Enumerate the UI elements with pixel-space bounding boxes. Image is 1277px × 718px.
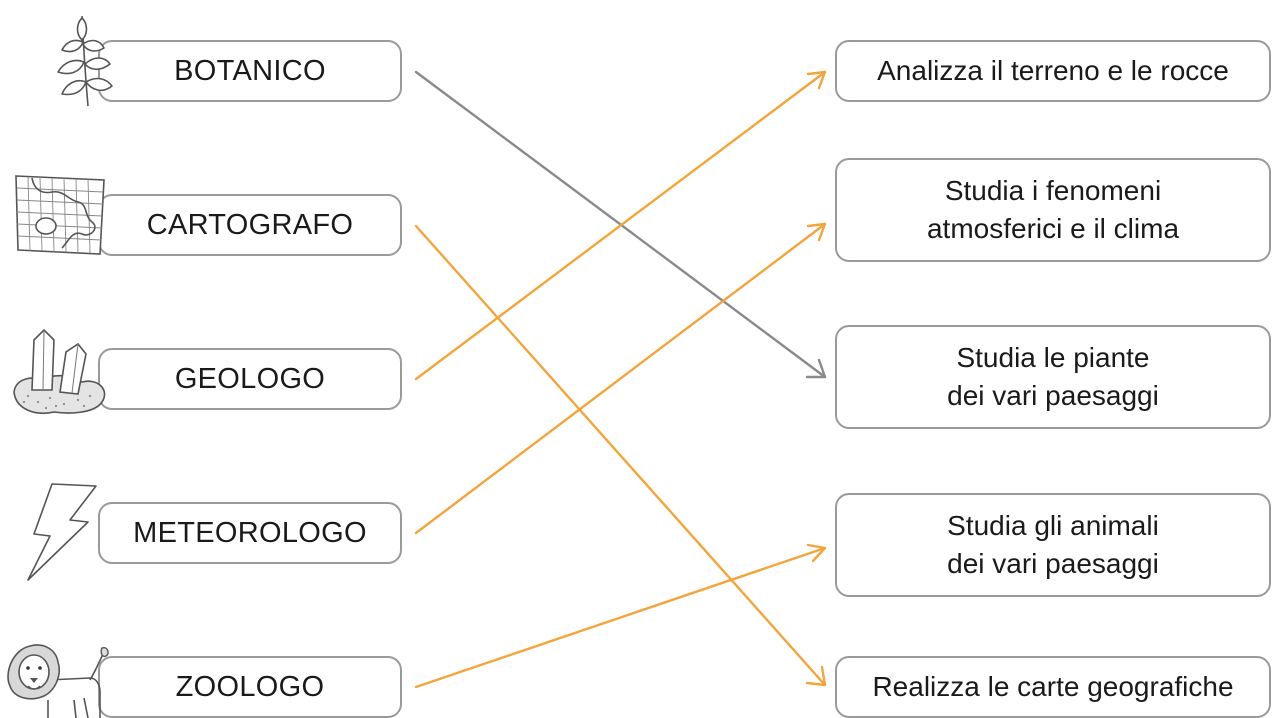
leaf-icon — [57, 15, 113, 107]
lion-icon — [7, 644, 109, 718]
connector-meteorologo — [414, 222, 827, 535]
description-box-carte[interactable]: Realizza le carte geografiche — [835, 656, 1271, 718]
description-box-animali[interactable]: Studia gli animali dei vari paesaggi — [835, 493, 1271, 597]
lightning-icon — [27, 483, 97, 581]
profession-label: CARTOGRAFO — [146, 208, 354, 241]
description-text: Realizza le carte geografiche — [872, 671, 1234, 702]
crystal-icon — [13, 328, 106, 414]
profession-box-meteorologo[interactable]: METEOROLOGO — [98, 502, 402, 564]
description-text: Studia i fenomeni atmosferici e il clima — [926, 175, 1180, 244]
profession-label: BOTANICO — [174, 54, 326, 87]
connector-geologo — [414, 70, 827, 381]
profession-box-geologo[interactable]: GEOLOGO — [98, 348, 402, 410]
profession-label: METEOROLOGO — [133, 516, 367, 549]
map-icon — [15, 175, 105, 255]
connector-botanico — [414, 70, 827, 379]
profession-label: ZOOLOGO — [175, 670, 325, 703]
connector-zoologo — [414, 543, 827, 689]
profession-label: GEOLOGO — [174, 362, 326, 395]
description-text: Studia le piante dei vari paesaggi — [947, 342, 1159, 411]
description-text: Analizza il terreno e le rocce — [877, 55, 1229, 86]
profession-box-cartografo[interactable]: CARTOGRAFO — [98, 194, 402, 256]
description-box-terreno[interactable]: Analizza il terreno e le rocce — [835, 40, 1271, 102]
profession-box-botanico[interactable]: BOTANICO — [98, 40, 402, 102]
description-box-piante[interactable]: Studia le piante dei vari paesaggi — [835, 325, 1271, 429]
description-text: Studia gli animali dei vari paesaggi — [947, 510, 1159, 579]
profession-box-zoologo[interactable]: ZOOLOGO — [98, 656, 402, 718]
description-box-clima[interactable]: Studia i fenomeni atmosferici e il clima — [835, 158, 1271, 262]
connector-cartografo — [414, 224, 827, 687]
